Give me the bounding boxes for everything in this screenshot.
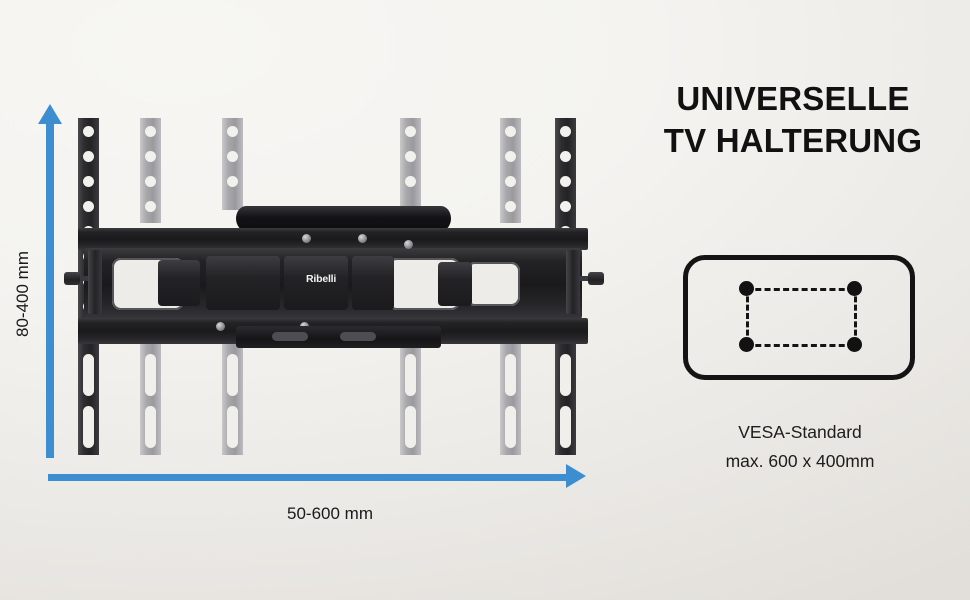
rail-upper-4 bbox=[400, 118, 421, 210]
tilt-arm-bar bbox=[236, 326, 441, 348]
rail-lower-3 bbox=[222, 340, 243, 455]
mechanism-block-1 bbox=[158, 260, 200, 306]
vesa-dash-top bbox=[746, 288, 854, 291]
rail-lower-right-outer bbox=[555, 340, 576, 455]
vertical-arrow-head bbox=[38, 104, 62, 124]
vesa-diagram-frame bbox=[683, 255, 915, 380]
arm-slot-left bbox=[272, 332, 308, 341]
vesa-dot-top-left bbox=[739, 281, 754, 296]
brand-logo: Ribelli bbox=[306, 273, 337, 285]
vesa-dash-right bbox=[854, 288, 857, 344]
vesa-dash-bottom bbox=[746, 344, 854, 347]
rail-upper-5 bbox=[500, 118, 521, 223]
left-knob-stem bbox=[80, 276, 88, 281]
vertical-dimension-arrow bbox=[46, 118, 54, 458]
right-edge-post bbox=[566, 250, 580, 314]
screw-head-top-center bbox=[302, 234, 311, 243]
vesa-caption: VESA-Standard max. 600 x 400mm bbox=[660, 418, 940, 476]
screw-head-top-4 bbox=[404, 240, 413, 249]
pivot-hub-disc bbox=[236, 206, 451, 231]
mechanism-block-3 bbox=[284, 256, 348, 310]
rail-lower-5 bbox=[500, 340, 521, 455]
left-edge-post bbox=[88, 250, 102, 314]
vesa-dot-top-right bbox=[847, 281, 862, 296]
headline-line-1: UNIVERSELLE bbox=[676, 80, 910, 117]
vesa-dot-bottom-left bbox=[739, 337, 754, 352]
horizontal-dimension-label: 50-600 mm bbox=[287, 504, 373, 523]
vesa-dash-left bbox=[746, 288, 749, 344]
plate-window-far-right bbox=[466, 262, 520, 306]
right-knob-stem bbox=[580, 276, 588, 281]
mount-top-crossbar bbox=[78, 228, 588, 250]
mechanism-block-2 bbox=[206, 256, 280, 310]
rail-lower-left-outer bbox=[78, 340, 99, 455]
page-title: UNIVERSELLE TV HALTERUNG bbox=[628, 78, 958, 162]
horizontal-dimension-arrow bbox=[48, 474, 573, 481]
rail-upper-2 bbox=[140, 118, 161, 223]
vesa-hole-pattern bbox=[739, 281, 862, 352]
screw-head-top-right bbox=[358, 234, 367, 243]
screw-head-bottom-left bbox=[216, 322, 225, 331]
vesa-dot-bottom-right bbox=[847, 337, 862, 352]
left-adjustment-knob bbox=[64, 272, 80, 285]
mechanism-block-5 bbox=[438, 262, 472, 306]
vertical-dimension-label: 80-400 mm bbox=[13, 251, 32, 337]
horizontal-arrow-head bbox=[566, 464, 586, 488]
vesa-caption-line-2: max. 600 x 400mm bbox=[725, 450, 875, 471]
right-adjustment-knob bbox=[588, 272, 604, 285]
headline-line-2: TV HALTERUNG bbox=[663, 122, 923, 160]
rail-upper-3 bbox=[222, 118, 243, 210]
rail-lower-2 bbox=[140, 340, 161, 455]
arm-slot-right bbox=[340, 332, 376, 341]
rail-lower-4 bbox=[400, 340, 421, 455]
vesa-caption-line-1: VESA-Standard bbox=[738, 422, 862, 442]
mechanism-block-4 bbox=[352, 256, 394, 310]
